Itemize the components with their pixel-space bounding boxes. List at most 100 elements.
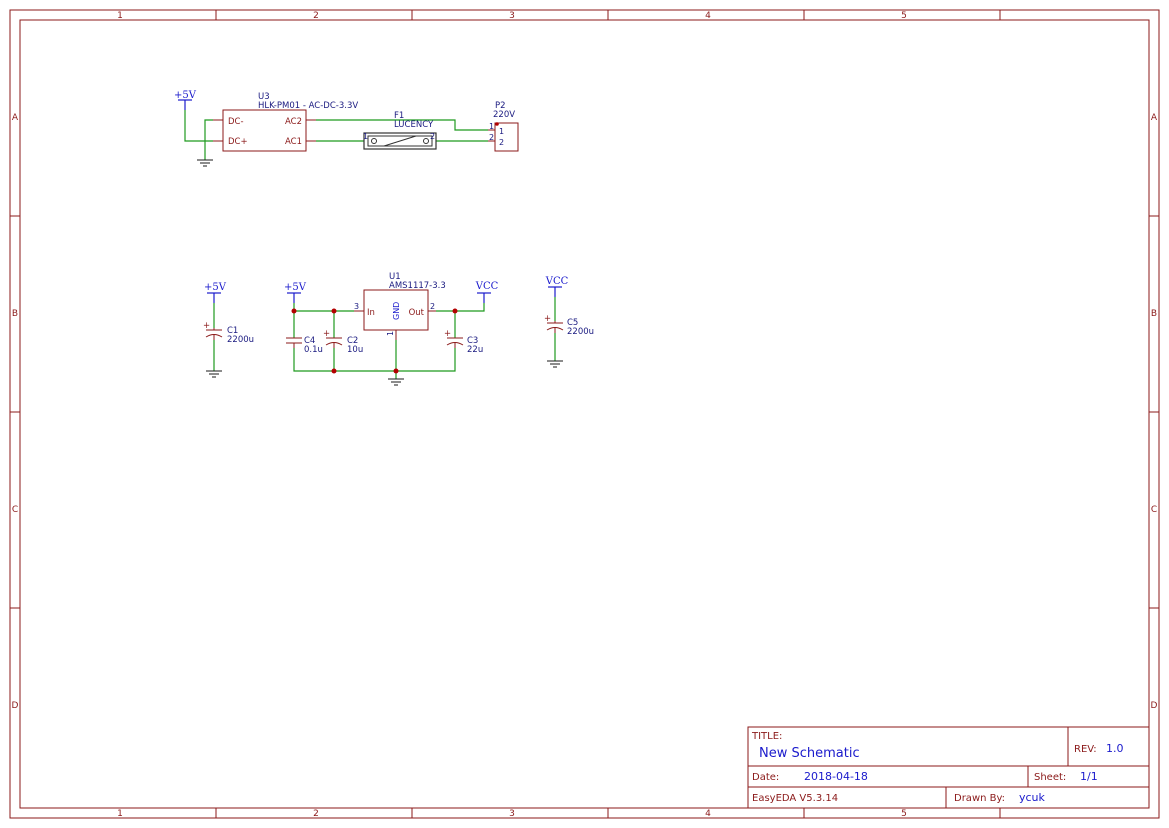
c4-ref: C4 xyxy=(304,336,315,346)
connector-p2[interactable]: P2 220V 1 2 1 2 xyxy=(488,101,519,152)
u1-pin-out-num: 2 xyxy=(430,302,435,311)
zone-col-top-3: 3 xyxy=(509,11,515,21)
fuse-f1[interactable]: F1 LUCENCY 1 2 xyxy=(363,111,437,150)
power-flag-5v-regulator[interactable]: +5V xyxy=(284,282,307,303)
u1-pin-in: In xyxy=(367,308,375,318)
schematic-title[interactable]: New Schematic xyxy=(759,746,860,761)
power-flag-5v-u3[interactable]: +5V xyxy=(174,90,197,110)
u1-value: AMS1117-3.3 xyxy=(389,281,446,291)
zone-row-right-a: A xyxy=(1151,113,1158,123)
capacitor-c3[interactable]: + C3 22u xyxy=(444,329,483,355)
power-label: +5V xyxy=(174,90,197,101)
c1-polarity: + xyxy=(203,321,210,331)
f1-pin-1: 1 xyxy=(363,132,368,141)
zone-col-bottom-1: 1 xyxy=(117,809,123,819)
c3-value: 22u xyxy=(467,345,483,355)
u3-ref: U3 xyxy=(258,92,270,102)
zone-col-top-5: 5 xyxy=(901,11,907,21)
power-flag-5v-c1[interactable]: +5V xyxy=(204,282,227,303)
c4-value: 0.1u xyxy=(304,345,323,355)
software-version: EasyEDA V5.3.14 xyxy=(752,793,838,804)
u3-pin-dc-minus: DC- xyxy=(228,117,244,127)
f1-value: LUCENCY xyxy=(394,120,434,130)
power-label: VCC xyxy=(545,276,569,287)
drawn-by-label: Drawn By: xyxy=(954,793,1005,804)
u3-wires xyxy=(184,110,488,160)
power-flag-vcc-c5[interactable]: VCC xyxy=(545,276,569,297)
c1-value: 2200u xyxy=(227,335,254,345)
title-block: TITLE: New Schematic REV: 1.0 Date: 2018… xyxy=(747,726,1150,809)
p2-pad-2: 2 xyxy=(499,138,504,147)
zone-col-bottom-4: 4 xyxy=(705,809,711,819)
c5-ref: C5 xyxy=(567,318,578,328)
module-u3[interactable]: U3 HLK-PM01 - AC-DC-3.3V DC- DC+ AC2 AC1 xyxy=(213,92,358,152)
capacitor-c5[interactable]: + C5 2200u xyxy=(544,314,594,337)
rev-label: REV: xyxy=(1074,744,1097,755)
c3-polarity: + xyxy=(444,329,451,339)
ground-symbol-regulator xyxy=(388,378,404,386)
zone-col-bottom-3: 3 xyxy=(509,809,515,819)
p2-ref: P2 xyxy=(495,101,506,111)
zone-row-left-c: C xyxy=(12,505,18,515)
u1-pin-in-num: 3 xyxy=(354,302,359,311)
rev-value[interactable]: 1.0 xyxy=(1106,742,1124,755)
c5-polarity: + xyxy=(544,314,551,324)
u3-value: HLK-PM01 - AC-DC-3.3V xyxy=(258,101,358,111)
sheet-label: Sheet: xyxy=(1034,772,1066,783)
zone-row-right-b: B xyxy=(1151,309,1157,319)
power-label: +5V xyxy=(204,282,227,293)
capacitor-c1[interactable]: + C1 2200u xyxy=(203,321,254,345)
capacitor-c4[interactable]: C4 0.1u xyxy=(286,336,323,355)
drawn-by-value[interactable]: ycuk xyxy=(1019,791,1046,804)
f1-ref: F1 xyxy=(394,111,404,121)
u3-pin-ac1: AC1 xyxy=(285,137,302,147)
zone-col-top-2: 2 xyxy=(313,11,319,21)
junction-dot xyxy=(291,308,297,314)
date-value[interactable]: 2018-04-18 xyxy=(804,770,868,783)
zone-col-bottom-2: 2 xyxy=(313,809,319,819)
u1-pin-gnd-num: 1 xyxy=(386,331,395,336)
u1-ref: U1 xyxy=(389,272,401,282)
junction-dot xyxy=(393,368,399,374)
sheet-value[interactable]: 1/1 xyxy=(1080,770,1098,783)
p2-pin-1: 1 xyxy=(489,122,494,131)
c2-ref: C2 xyxy=(347,336,358,346)
date-label: Date: xyxy=(752,772,779,783)
c2-value: 10u xyxy=(347,345,363,355)
zone-row-left-d: D xyxy=(12,701,19,711)
zone-row-right-c: C xyxy=(1151,505,1157,515)
junction-dot xyxy=(331,308,337,314)
p2-pin-2: 2 xyxy=(489,133,494,142)
regulator-u1[interactable]: U1 AMS1117-3.3 In Out GND 3 2 1 xyxy=(354,272,446,340)
capacitor-c2[interactable]: + C2 10u xyxy=(323,329,363,355)
p2-value: 220V xyxy=(493,110,515,120)
zone-row-left-a: A xyxy=(12,113,19,123)
zone-row-left-b: B xyxy=(12,309,18,319)
zone-labels: 1 2 3 4 5 1 2 3 4 5 A B C D A B C D xyxy=(12,11,1158,819)
zone-col-top-1: 1 xyxy=(117,11,123,21)
zone-row-right-d: D xyxy=(1151,701,1158,711)
power-label: +5V xyxy=(284,282,307,293)
c5-circuit: VCC + C5 2200u xyxy=(544,276,594,368)
zone-col-top-4: 4 xyxy=(705,11,711,21)
u1-pin-gnd: GND xyxy=(392,302,401,320)
f1-pin-2: 2 xyxy=(430,132,435,141)
u3-pin-dc-plus: DC+ xyxy=(228,137,248,147)
zone-col-bottom-5: 5 xyxy=(901,809,907,819)
u1-pin-out: Out xyxy=(409,308,425,318)
u3-pin-ac2: AC2 xyxy=(285,117,302,127)
power-label: VCC xyxy=(475,281,499,292)
power-module-circuit: +5V U3 HLK-PM01 - AC-DC-3.3V DC- DC+ AC2… xyxy=(174,90,519,167)
junction-dot xyxy=(452,308,458,314)
c5-value: 2200u xyxy=(567,327,594,337)
power-flag-vcc-regulator[interactable]: VCC xyxy=(475,281,499,303)
c3-ref: C3 xyxy=(467,336,478,346)
junction-dot xyxy=(331,368,337,374)
c1-circuit: +5V + C1 2200u xyxy=(203,282,254,378)
p2-pad-1: 1 xyxy=(499,127,504,136)
ground-symbol-c5 xyxy=(547,360,563,368)
regulator-circuit: +5V VCC U1 AMS1117-3.3 In xyxy=(284,272,499,386)
ground-symbol-c1 xyxy=(206,370,222,378)
c1-ref: C1 xyxy=(227,326,238,336)
